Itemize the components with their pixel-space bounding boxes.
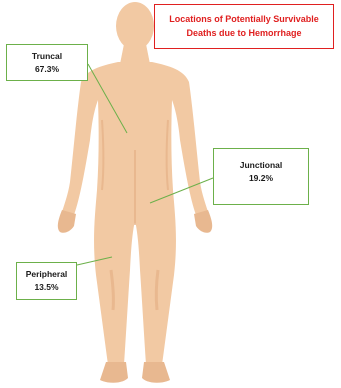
- title-line-2: Deaths due to Hemorrhage: [155, 26, 333, 40]
- truncal-callout: Truncal 67.3%: [6, 44, 88, 81]
- peripheral-callout: Peripheral 13.5%: [16, 262, 77, 300]
- title-box: Locations of Potentially Survivable Deat…: [154, 4, 334, 49]
- peripheral-label: Peripheral: [17, 268, 76, 281]
- junctional-value: 19.2%: [214, 172, 308, 185]
- truncal-value: 67.3%: [7, 63, 87, 76]
- title-line-1: Locations of Potentially Survivable: [155, 12, 333, 26]
- junctional-label: Junctional: [214, 159, 308, 172]
- peripheral-value: 13.5%: [17, 281, 76, 294]
- truncal-label: Truncal: [7, 50, 87, 63]
- junctional-callout: Junctional 19.2%: [213, 148, 309, 205]
